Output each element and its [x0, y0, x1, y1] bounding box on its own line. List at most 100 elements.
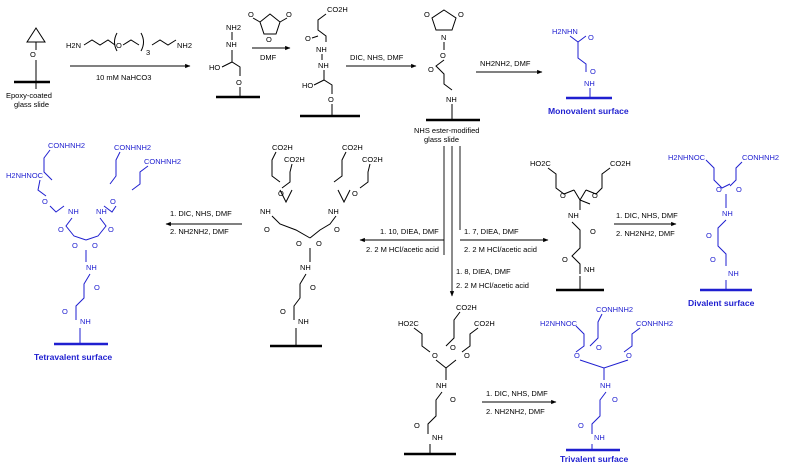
svg-text:HO: HO — [209, 63, 220, 72]
svg-text:O: O — [414, 421, 420, 430]
step4-reagent: NH2NH2, DMF — [480, 59, 531, 68]
svg-text:CONHNH2: CONHNH2 — [636, 319, 673, 328]
svg-text:O: O — [352, 189, 358, 198]
svg-text:O: O — [450, 343, 456, 352]
svg-text:O: O — [108, 225, 114, 234]
tet-reagent-1: 1. DIC, NHS, DMF — [170, 209, 232, 218]
svg-text:H2NHNOC: H2NHNOC — [540, 319, 578, 328]
b10-reagent-1: 1. 10, DIEA, DMF — [380, 227, 439, 236]
svg-text:3: 3 — [146, 48, 150, 57]
svg-text:O: O — [305, 34, 311, 43]
svg-text:O: O — [626, 351, 632, 360]
step2-reagent: DMF — [260, 53, 277, 62]
monovalent-label: Monovalent surface — [548, 106, 629, 116]
svg-text:O: O — [450, 395, 456, 404]
svg-text:CONHNH2: CONHNH2 — [596, 305, 633, 314]
svg-text:O: O — [296, 239, 302, 248]
svg-text:CO2H: CO2H — [327, 5, 348, 14]
svg-text:O: O — [278, 189, 284, 198]
tet-reagent-2: 2. NH2NH2, DMF — [170, 227, 229, 236]
svg-text:O: O — [716, 185, 722, 194]
svg-text:NH: NH — [432, 433, 443, 442]
svg-text:O: O — [710, 255, 716, 264]
svg-text:NH: NH — [300, 263, 311, 272]
nhs-label-line1: NHS ester-modified — [414, 126, 479, 135]
tetravalent-label: Tetravalent surface — [34, 352, 112, 362]
svg-text:NH: NH — [86, 263, 97, 272]
svg-text:O: O — [236, 78, 242, 87]
hydrazine-intermediate: NH2 NH HO O — [209, 23, 260, 99]
div-reagent-1: 1. DIC, NHS, DMF — [616, 211, 678, 220]
svg-text:NH: NH — [318, 61, 329, 70]
succinyl-intermediate: CO2H O NH NH HO O — [300, 5, 360, 118]
svg-text:NH: NH — [728, 269, 739, 278]
svg-text:O: O — [266, 35, 272, 44]
svg-text:CONHNH2: CONHNH2 — [114, 143, 151, 152]
svg-text:CONHNH2: CONHNH2 — [48, 141, 85, 150]
svg-text:HO2C: HO2C — [530, 159, 551, 168]
svg-text:CO2H: CO2H — [342, 143, 363, 152]
svg-text:CO2H: CO2H — [362, 155, 383, 164]
nhs-ester-surface: O O N O O NH NHS ester-modified glass sl… — [414, 9, 480, 144]
svg-text:O: O — [562, 255, 568, 264]
svg-text:O: O — [736, 185, 742, 194]
svg-text:O: O — [464, 351, 470, 360]
diamine-reagent: H2N O 3 NH2 — [66, 32, 192, 57]
svg-text:O: O — [280, 307, 286, 316]
svg-text:NH: NH — [584, 265, 595, 274]
b8-reagent-2: 2. 2 M HCl/acetic acid — [456, 281, 529, 290]
svg-text:O: O — [92, 241, 98, 250]
svg-text:O: O — [706, 231, 712, 240]
svg-text:HO: HO — [302, 81, 313, 90]
svg-text:O: O — [458, 10, 464, 19]
svg-text:H2NHNOC: H2NHNOC — [6, 171, 44, 180]
svg-text:O: O — [592, 191, 598, 200]
svg-text:NH: NH — [436, 381, 447, 390]
svg-text:N: N — [441, 33, 446, 42]
trivalent-label: Trivalent surface — [560, 454, 629, 464]
svg-text:O: O — [42, 197, 48, 206]
svg-text:O: O — [310, 283, 316, 292]
svg-text:NH: NH — [568, 211, 579, 220]
svg-text:NH: NH — [316, 45, 327, 54]
svg-text:O: O — [72, 241, 78, 250]
svg-text:CO2H: CO2H — [456, 303, 477, 312]
svg-text:O: O — [30, 50, 36, 59]
svg-text:H2NHNOC: H2NHNOC — [668, 153, 706, 162]
svg-text:NH: NH — [260, 207, 271, 216]
svg-text:O: O — [432, 351, 438, 360]
svg-text:O: O — [440, 51, 446, 60]
tri-reagent-2: 2. NH2NH2, DMF — [486, 407, 545, 416]
divalent-precursor: HO2C O CO2H O NH O O NH — [530, 159, 631, 292]
svg-text:CO2H: CO2H — [610, 159, 631, 168]
epoxy-label-line1: Epoxy-coated — [6, 91, 52, 100]
svg-text:CONHNH2: CONHNH2 — [742, 153, 779, 162]
svg-text:HO2C: HO2C — [398, 319, 419, 328]
div-reagent-2: 2. NH2NH2, DMF — [616, 229, 675, 238]
tetravalent-structure: CONHNH2 H2NHNOC CONHNH2 CONHNH2 O O NH N… — [6, 141, 181, 362]
nhs-label-line2: glass slide — [424, 135, 459, 144]
epoxy-label-line2: glass slide — [14, 100, 49, 109]
monovalent-structure: H2NHN O O NH Monovalent surface — [548, 27, 629, 116]
svg-text:O: O — [248, 10, 254, 19]
svg-text:NH: NH — [80, 317, 91, 326]
svg-text:O: O — [62, 307, 68, 316]
svg-text:CO2H: CO2H — [474, 319, 495, 328]
svg-text:NH: NH — [600, 381, 611, 390]
svg-text:NH: NH — [722, 209, 733, 218]
svg-text:O: O — [110, 197, 116, 206]
svg-text:O: O — [286, 10, 292, 19]
divalent-structure: H2NHNOC CONHNH2 O O NH O O NH Divalent s… — [668, 153, 779, 308]
svg-text:O: O — [612, 395, 618, 404]
b8-reagent-1: 1. 8, DIEA, DMF — [456, 267, 511, 276]
svg-text:O: O — [578, 421, 584, 430]
svg-text:CONHNH2: CONHNH2 — [144, 157, 181, 166]
svg-text:H2NHN: H2NHN — [552, 27, 578, 36]
svg-text:NH: NH — [298, 317, 309, 326]
svg-text:NH2: NH2 — [226, 23, 241, 32]
tetravalent-precursor: CO2H CO2H CO2H CO2H O O NH NH O O O O NH… — [260, 143, 383, 348]
svg-text:NH: NH — [594, 433, 605, 442]
svg-text:NH: NH — [328, 207, 339, 216]
svg-text:O: O — [588, 33, 594, 42]
